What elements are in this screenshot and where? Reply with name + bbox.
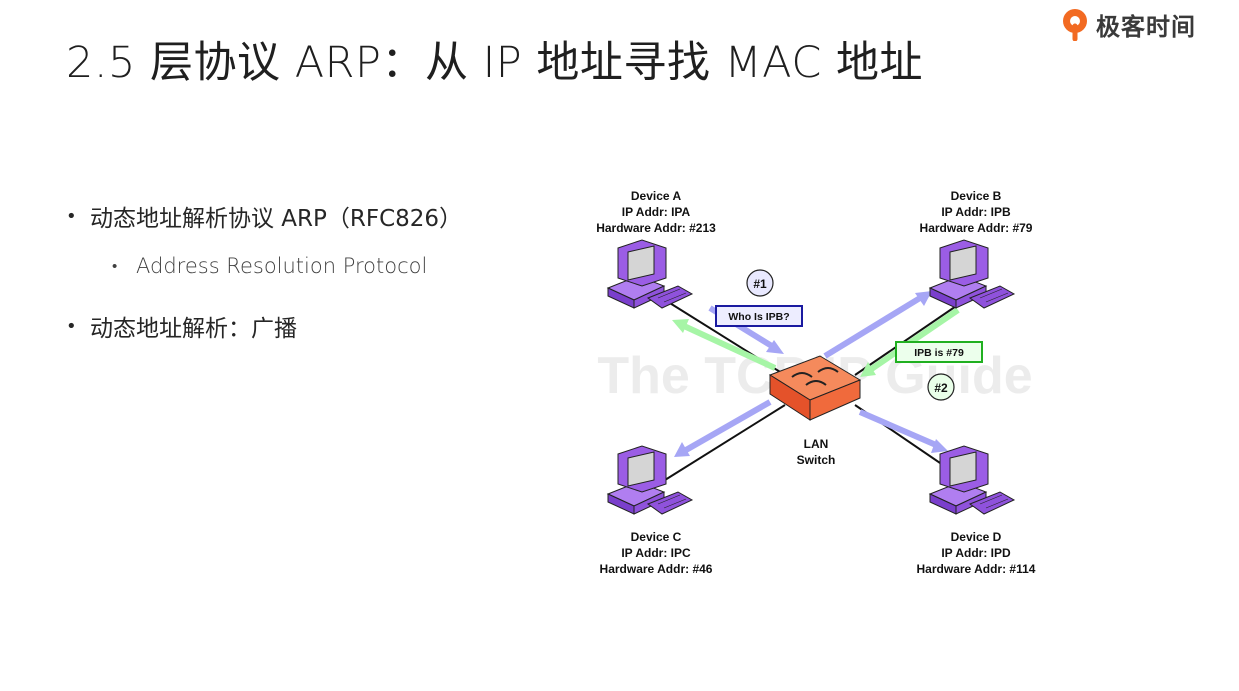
bullet-item: • 动态地址解析：广播 — [66, 306, 462, 346]
device-c-hw: Hardware Addr: #46 — [600, 562, 713, 576]
reply-arrow-b-to-switch — [860, 307, 960, 377]
logo-text: 极客时间 — [1096, 12, 1196, 41]
bullet-text: 动态地址解析：广播 — [90, 316, 297, 342]
device-b-name: Device B — [951, 189, 1002, 203]
step1-badge: #1 — [746, 269, 774, 297]
device-c-name: Device C — [631, 530, 682, 544]
request-arrow-switch-to-b — [823, 291, 932, 359]
arp-diagram: The TCP/IP Guide LAN — [596, 189, 1036, 576]
device-a-name: Device A — [631, 189, 682, 203]
device-a-hw: Hardware Addr: #213 — [596, 221, 716, 235]
step2-message: IPB is #79 — [914, 347, 964, 359]
sub-bullet-item: • Address Resolution Protocol — [112, 246, 462, 286]
switch-label-line2: Switch — [797, 453, 836, 467]
device-a-ip: IP Addr: IPA — [622, 205, 691, 219]
device-d-name: Device D — [951, 530, 1002, 544]
step1-message-box: Who Is IPB? — [715, 305, 803, 327]
device-d-hw: Hardware Addr: #114 — [917, 562, 1036, 576]
request-arrow-switch-to-c — [674, 399, 772, 457]
device-d-computer-icon — [929, 445, 1015, 515]
step2-badge: #2 — [927, 373, 955, 401]
geektime-logo-icon — [1063, 9, 1087, 41]
geektime-logo: 极客时间 — [1060, 6, 1196, 42]
step2-badge-text: #2 — [934, 381, 948, 395]
device-c-ip: IP Addr: IPC — [621, 546, 691, 560]
step1-badge-text: #1 — [753, 277, 767, 291]
lan-switch — [768, 355, 862, 421]
bullet-dot-icon: • — [112, 257, 118, 275]
reply-arrow-switch-to-a — [672, 319, 777, 371]
switch-arrows-icon — [791, 367, 839, 386]
slide-title: 2.5 层协议 ARP：从 IP 地址寻找 MAC 地址 — [66, 38, 924, 88]
device-b-ip: IP Addr: IPB — [941, 205, 1011, 219]
request-arrow-switch-to-d — [858, 409, 948, 453]
step2-message-box: IPB is #79 — [895, 341, 983, 363]
step1-message: Who Is IPB? — [728, 311, 789, 323]
bullet-list: • 动态地址解析协议 ARP（RFC826） • Address Resolut… — [66, 196, 462, 346]
device-b-computer-icon — [929, 239, 1015, 309]
switch-label-line1: LAN — [804, 437, 829, 451]
bullet-dot-icon: • — [66, 205, 77, 227]
sub-bullet-text: Address Resolution Protocol — [136, 254, 428, 278]
cable-c — [664, 404, 786, 481]
cable-b — [854, 299, 966, 376]
device-b-hw: Hardware Addr: #79 — [920, 221, 1033, 235]
bullet-item: • 动态地址解析协议 ARP（RFC826） — [66, 196, 462, 236]
bullet-text: 动态地址解析协议 ARP（RFC826） — [90, 206, 463, 232]
bullet-dot-icon: • — [66, 315, 77, 337]
device-a-computer-icon — [607, 239, 693, 309]
device-d-ip: IP Addr: IPD — [941, 546, 1011, 560]
